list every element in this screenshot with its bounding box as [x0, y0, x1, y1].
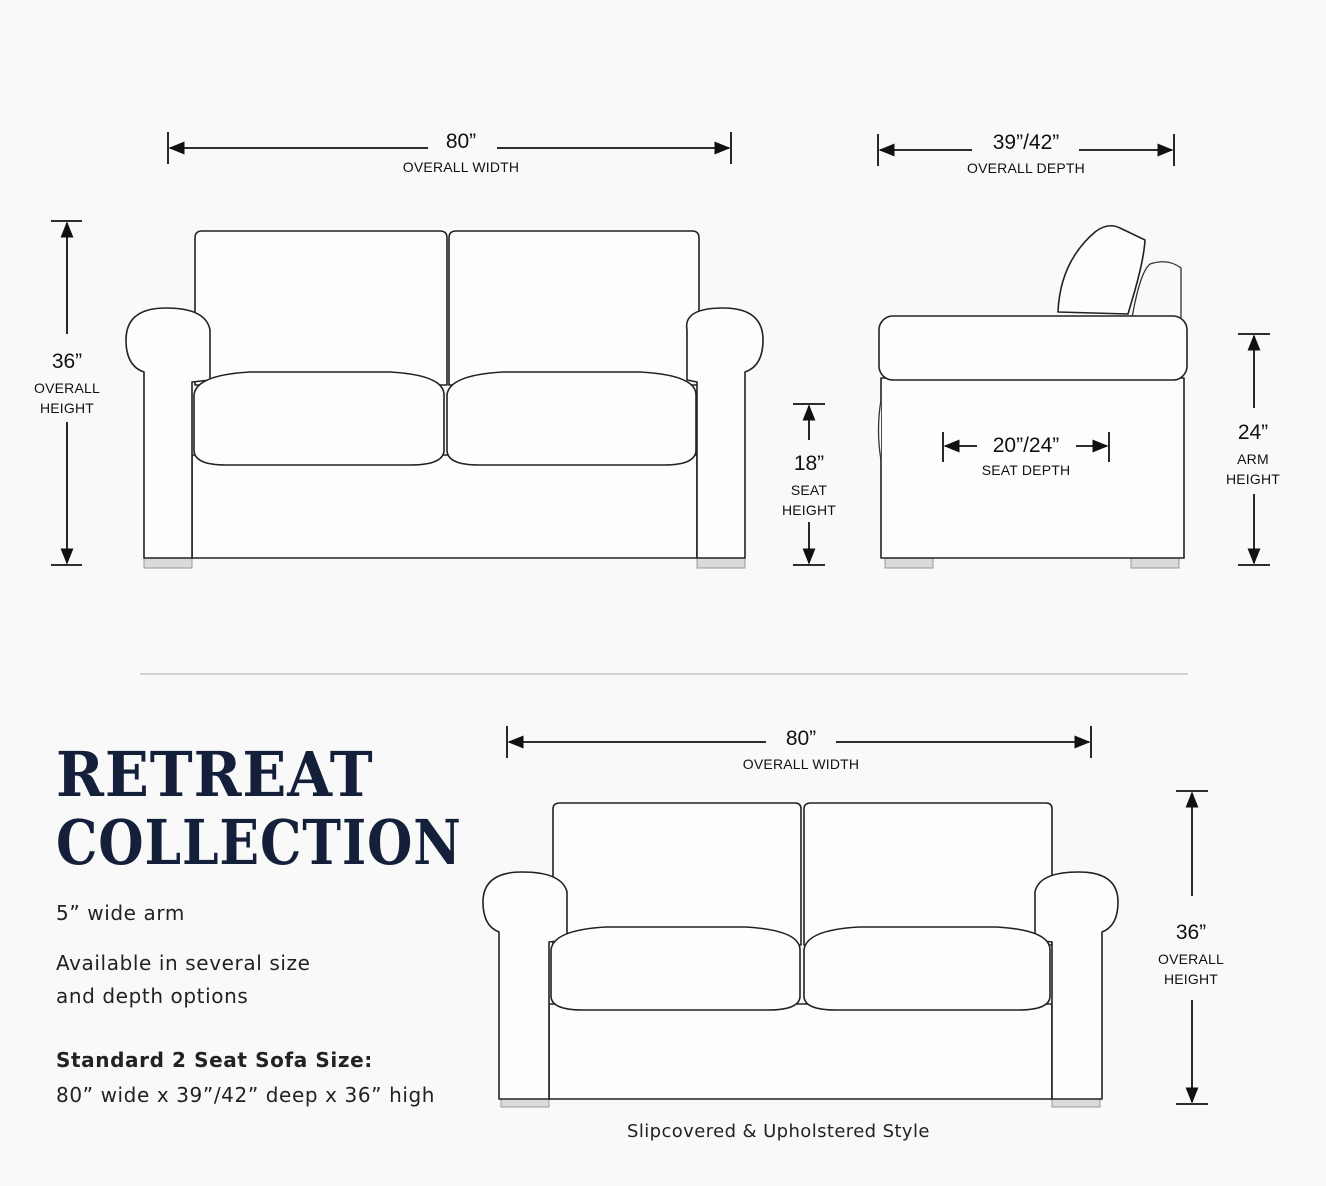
feature-options-line-1: Available in several size — [56, 951, 311, 975]
front-width-label: OVERALL WIDTH — [403, 159, 519, 175]
size-value: 80” wide x 39”/42” deep x 36” high — [56, 1083, 436, 1107]
second-sofa-drawing — [482, 802, 1119, 1108]
seat-depth-dimension: 20”/24” SEAT DEPTH — [942, 432, 1110, 478]
second-height-label-2: HEIGHT — [1164, 971, 1218, 987]
front-height-dimension: 36” OVERALL HEIGHT — [34, 220, 100, 566]
front-width-value: 80” — [446, 130, 476, 153]
second-height-label-1: OVERALL — [1158, 951, 1224, 967]
feature-arm-width: 5” wide arm — [56, 901, 185, 925]
front-height-value: 36” — [52, 350, 82, 373]
arm-height-label-1: ARM — [1237, 451, 1269, 467]
front-height-label-1: OVERALL — [34, 380, 100, 396]
front-height-label-2: HEIGHT — [40, 400, 94, 416]
seat-depth-label: SEAT DEPTH — [982, 462, 1071, 478]
seat-depth-value: 20”/24” — [993, 434, 1060, 457]
side-depth-label: OVERALL DEPTH — [967, 160, 1085, 176]
second-width-dimension: 80” OVERALL WIDTH — [506, 726, 1092, 772]
second-height-dimension: 36” OVERALL HEIGHT — [1158, 790, 1224, 1105]
collection-title-line-1: RETREAT — [56, 738, 374, 811]
second-height-value: 36” — [1176, 921, 1206, 944]
seat-height-label-2: HEIGHT — [782, 502, 836, 518]
arm-height-value: 24” — [1238, 421, 1268, 444]
feature-options-line-2: and depth options — [56, 984, 249, 1008]
seat-height-dimension: 18” SEAT HEIGHT — [782, 403, 836, 566]
arm-height-dimension: 24” ARM HEIGHT — [1226, 333, 1280, 566]
second-width-value: 80” — [786, 727, 816, 750]
seat-height-label-1: SEAT — [791, 482, 828, 498]
front-width-dimension: 80” OVERALL WIDTH — [167, 130, 732, 175]
front-sofa-drawing — [125, 230, 764, 569]
style-caption: Slipcovered & Upholstered Style — [627, 1121, 930, 1142]
collection-title-line-2: COLLECTION — [56, 806, 462, 879]
second-width-label: OVERALL WIDTH — [743, 756, 859, 772]
size-heading: Standard 2 Seat Sofa Size: — [56, 1048, 373, 1072]
side-sofa-drawing — [877, 224, 1188, 569]
seat-height-value: 18” — [794, 452, 824, 475]
side-depth-dimension: 39”/42” OVERALL DEPTH — [877, 131, 1175, 176]
arm-height-label-2: HEIGHT — [1226, 471, 1280, 487]
side-depth-value: 39”/42” — [993, 131, 1060, 154]
